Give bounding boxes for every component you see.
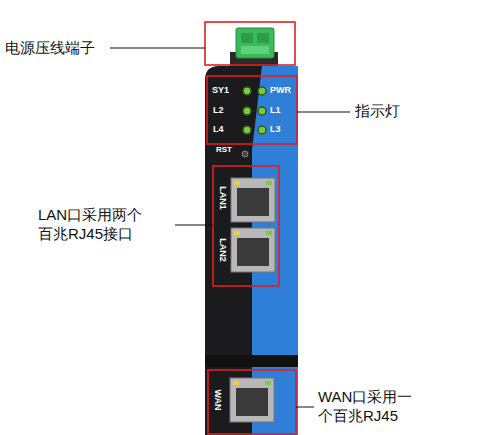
- port-led: [266, 231, 272, 235]
- terminal-block: [236, 28, 274, 58]
- port-shell: [231, 228, 275, 272]
- led-group: [243, 87, 266, 134]
- port-led: [234, 231, 240, 235]
- callout-text: 电源压线端子: [5, 39, 95, 58]
- leader-lines: [110, 48, 350, 407]
- highlight-box: [207, 76, 297, 144]
- highlight-box: [205, 22, 295, 65]
- rj45-port: [230, 378, 274, 422]
- port-opening: [237, 238, 269, 266]
- leader-line: [297, 112, 350, 113]
- led-label: L4: [213, 124, 224, 135]
- body-band: [205, 355, 298, 367]
- highlight-boxes: [205, 22, 297, 434]
- led-label: L2: [213, 105, 224, 116]
- highlight-box: [213, 166, 279, 286]
- port-label: WAN: [213, 390, 222, 411]
- port-led: [233, 381, 239, 385]
- led-label: L3: [270, 124, 281, 135]
- terminal-screw: [241, 33, 253, 43]
- terminal-screw: [257, 33, 269, 43]
- callout-text: WAN口采用一 个百兆RJ45: [318, 388, 430, 426]
- port-led: [266, 181, 272, 185]
- led: [258, 87, 266, 95]
- led: [243, 87, 251, 95]
- port-opening: [236, 388, 268, 416]
- led-label: L1: [270, 105, 281, 116]
- rj45-port: [231, 228, 275, 272]
- reset-hole: [242, 151, 248, 157]
- callout-text: 指示灯: [355, 102, 400, 121]
- button-label: RST: [216, 145, 232, 155]
- port-led: [234, 181, 240, 185]
- led: [243, 107, 251, 115]
- led-label: SY1: [212, 85, 229, 96]
- highlight-box: [208, 370, 296, 434]
- leader-line: [110, 48, 205, 49]
- port-label: LAN1: [218, 186, 227, 210]
- leader-line: [296, 407, 314, 408]
- leader-line: [175, 225, 213, 226]
- port-led: [265, 381, 271, 385]
- terminal-slot: [241, 46, 269, 54]
- port-opening: [237, 188, 269, 216]
- led: [243, 126, 251, 134]
- led: [258, 107, 266, 115]
- port-shell: [231, 178, 275, 222]
- led-label: PWR: [270, 85, 291, 96]
- port-label: LAN2: [218, 238, 227, 262]
- led: [258, 126, 266, 134]
- callout-text: LAN口采用两个 百兆RJ45接口: [38, 206, 170, 244]
- rj45-port: [231, 178, 275, 222]
- port-shell: [230, 378, 274, 422]
- device-body: [205, 66, 298, 435]
